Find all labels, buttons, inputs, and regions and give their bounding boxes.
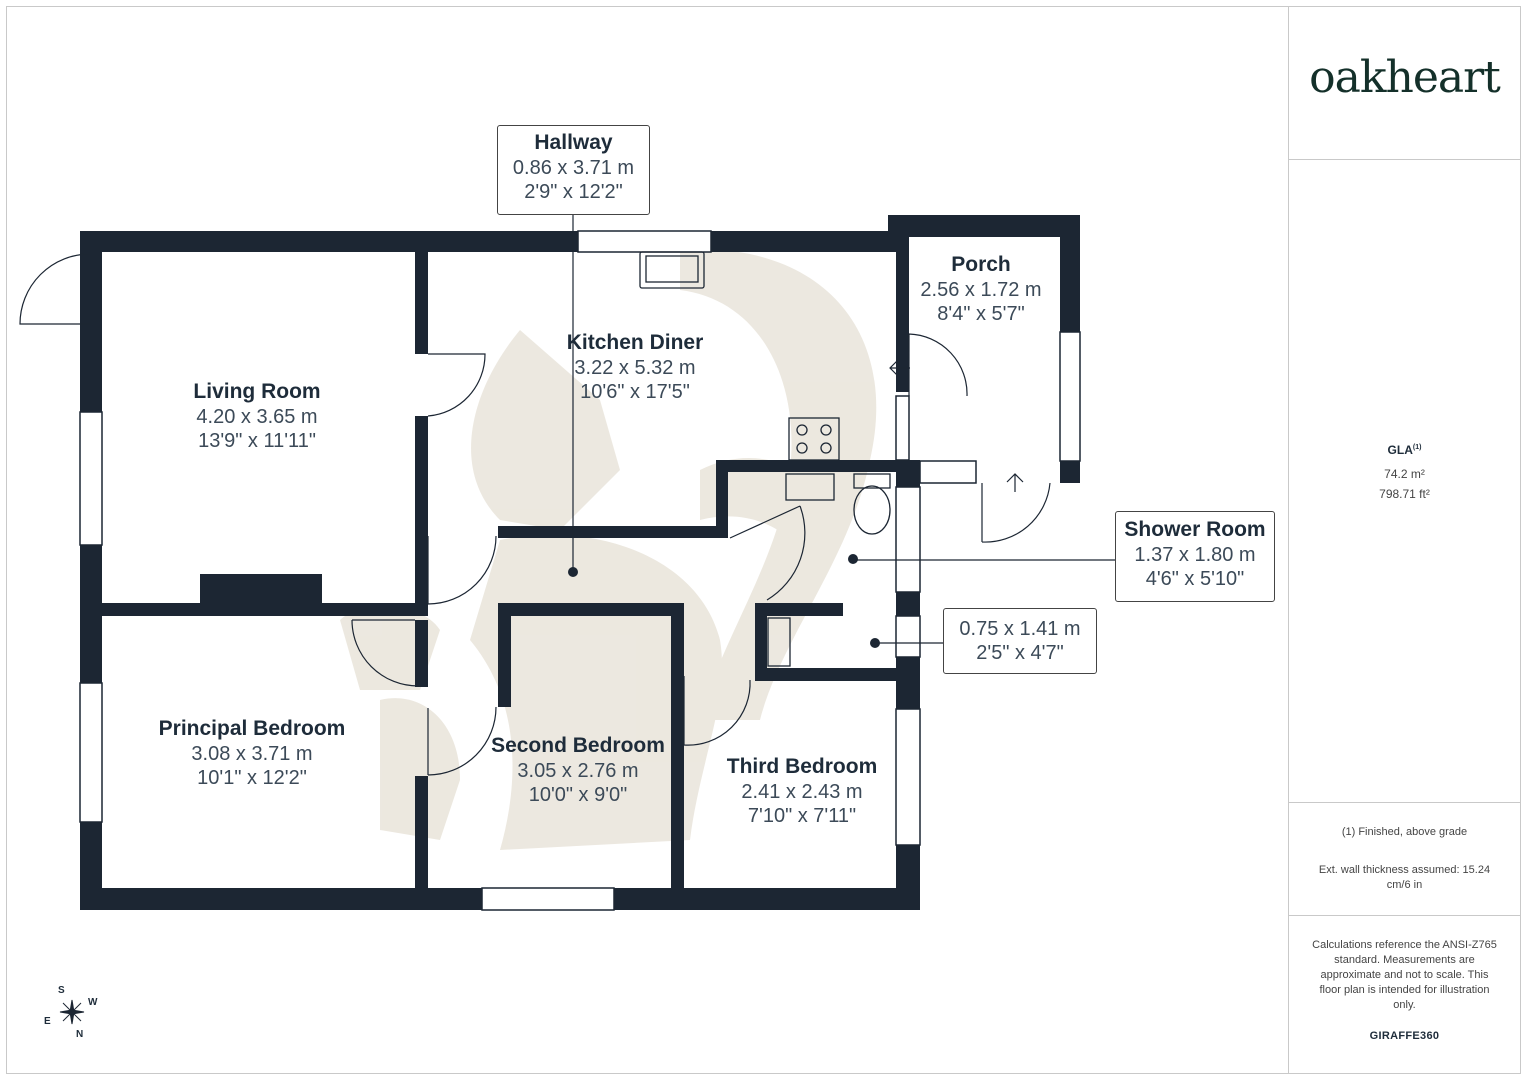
brand-logo: oakheart (1309, 52, 1501, 103)
room-living: Living Room 4.20 x 3.65 m 13'9" x 11'11" (157, 379, 357, 453)
room-porch: Porch 2.56 x 1.72 m 8'4" x 5'7" (906, 252, 1056, 326)
callout-imperial: 4'6" x 5'10" (1145, 568, 1245, 590)
room-metric: 2.41 x 2.43 m (741, 781, 863, 803)
arrow-left-icon (889, 359, 910, 377)
compass-n: N (76, 1029, 84, 1040)
room-metric: 3.22 x 5.32 m (574, 357, 696, 379)
divider (1289, 915, 1521, 916)
room-name: Kitchen Diner (566, 331, 704, 354)
compass-rose-icon (59, 999, 85, 1025)
room-second: Second Bedroom 3.05 x 2.76 m 10'0" x 9'0… (478, 733, 678, 807)
hallway-marker (568, 567, 578, 577)
info-sidebar (1288, 6, 1521, 1074)
note-finished: (1) Finished, above grade (1341, 826, 1468, 838)
walls (80, 215, 1080, 910)
room-metric: 3.05 x 2.76 m (517, 760, 639, 782)
room-imperial: 10'1" x 12'2" (197, 767, 307, 789)
room-metric: 3.08 x 3.71 m (191, 743, 313, 765)
divider (1289, 802, 1521, 803)
gla-label-text: GLA (1387, 443, 1413, 457)
store-marker (870, 638, 880, 648)
shower-room-marker (848, 554, 858, 564)
room-metric: 4.20 x 3.65 m (196, 406, 318, 428)
callout-hallway: Hallway 0.86 x 3.71 m 2'9" x 12'2" (497, 125, 650, 215)
room-imperial: 7'10" x 7'11" (747, 805, 857, 827)
callout-imperial: 2'9" x 12'2" (524, 181, 623, 203)
fixtures (639, 251, 891, 667)
boiler-icon (767, 617, 791, 667)
gla-label-sup: (1) (1412, 444, 1422, 451)
callout-shower-room: Shower Room 1.37 x 1.80 m 4'6" x 5'10" (1115, 511, 1275, 602)
entry-arrows (889, 359, 1024, 492)
note-wall-thickness: Ext. wall thickness assumed: 15.24 cm/6 … (1318, 864, 1491, 891)
door-swings (19, 253, 1051, 776)
compass-s: S (58, 985, 65, 996)
arrow-up-icon (1006, 473, 1024, 492)
room-kitchen: Kitchen Diner 3.22 x 5.32 m 10'6" x 17'5… (535, 330, 735, 404)
room-imperial: 10'6" x 17'5" (580, 381, 690, 403)
room-imperial: 13'9" x 11'11" (198, 430, 316, 452)
compass-e: E (44, 1016, 51, 1027)
callout-name: Hallway (534, 131, 613, 154)
room-imperial: 10'0" x 9'0" (528, 784, 628, 806)
divider (1289, 159, 1521, 160)
page-frame (6, 6, 1521, 1074)
callout-store: 0.75 x 1.41 m 2'5" x 4'7" (943, 608, 1097, 674)
callout-metric: 0.86 x 3.71 m (512, 157, 635, 179)
gla-sqft: 798.71 ft² (1379, 487, 1430, 501)
hob-icon (788, 417, 840, 461)
windows (79, 230, 1081, 911)
room-name: Living Room (193, 380, 321, 403)
footer-brand: GIRAFFE360 (1369, 1030, 1440, 1042)
compass-w: W (88, 997, 98, 1008)
room-principal: Principal Bedroom 3.08 x 3.71 m 10'1" x … (142, 716, 362, 790)
gla-sqm: 74.2 m² (1384, 467, 1425, 481)
note-calculations: Calculations reference the ANSI-Z765 sta… (1312, 939, 1497, 1011)
callout-name: Shower Room (1124, 518, 1266, 541)
leader-lines (572, 214, 1115, 644)
room-name: Porch (951, 253, 1011, 276)
callout-imperial: 2'5" x 4'7" (976, 642, 1064, 664)
callout-metric: 0.75 x 1.41 m (959, 618, 1081, 640)
room-metric: 2.56 x 1.72 m (920, 279, 1042, 301)
kitchen-sink-icon (639, 251, 705, 289)
room-name: Third Bedroom (726, 755, 878, 778)
basin-icon (785, 473, 835, 501)
room-imperial: 8'4" x 5'7" (937, 303, 1025, 325)
room-name: Principal Bedroom (158, 717, 346, 740)
room-name: Second Bedroom (491, 734, 665, 757)
callout-metric: 1.37 x 1.80 m (1134, 544, 1256, 566)
toilet-icon (853, 473, 891, 489)
room-third: Third Bedroom 2.41 x 2.43 m 7'10" x 7'11… (702, 754, 902, 828)
gla-label: GLA(1) (1298, 440, 1511, 458)
